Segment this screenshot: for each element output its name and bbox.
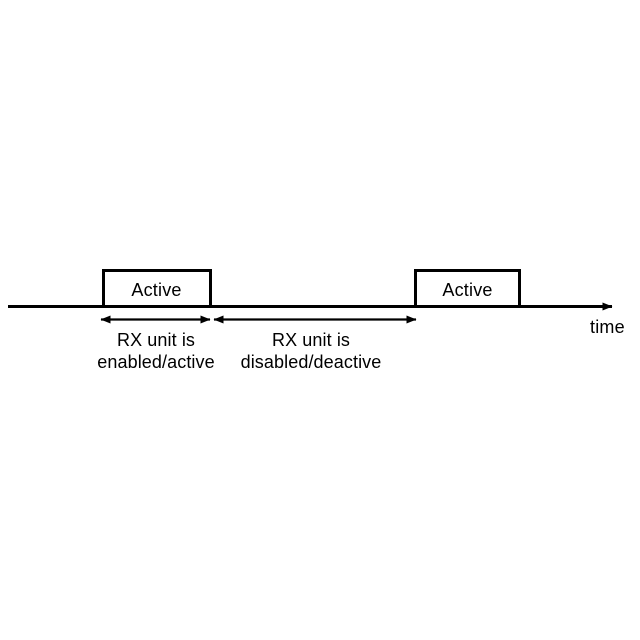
interval-caption-disabled-line2: disabled/deactive: [240, 352, 382, 372]
active-pulse-2-label: Active: [442, 280, 493, 300]
interval-caption-disabled-line1: RX unit is: [271, 330, 351, 350]
active-pulse-1-outline: [102, 269, 212, 307]
active-pulse-2-outline: [414, 269, 521, 307]
interval-caption-enabled-line1: RX unit is: [116, 330, 196, 350]
active-pulse-1-label: Active: [131, 280, 182, 300]
time-axis-label: time: [590, 317, 625, 337]
interval-caption-enabled-line2: enabled/active: [97, 352, 215, 372]
